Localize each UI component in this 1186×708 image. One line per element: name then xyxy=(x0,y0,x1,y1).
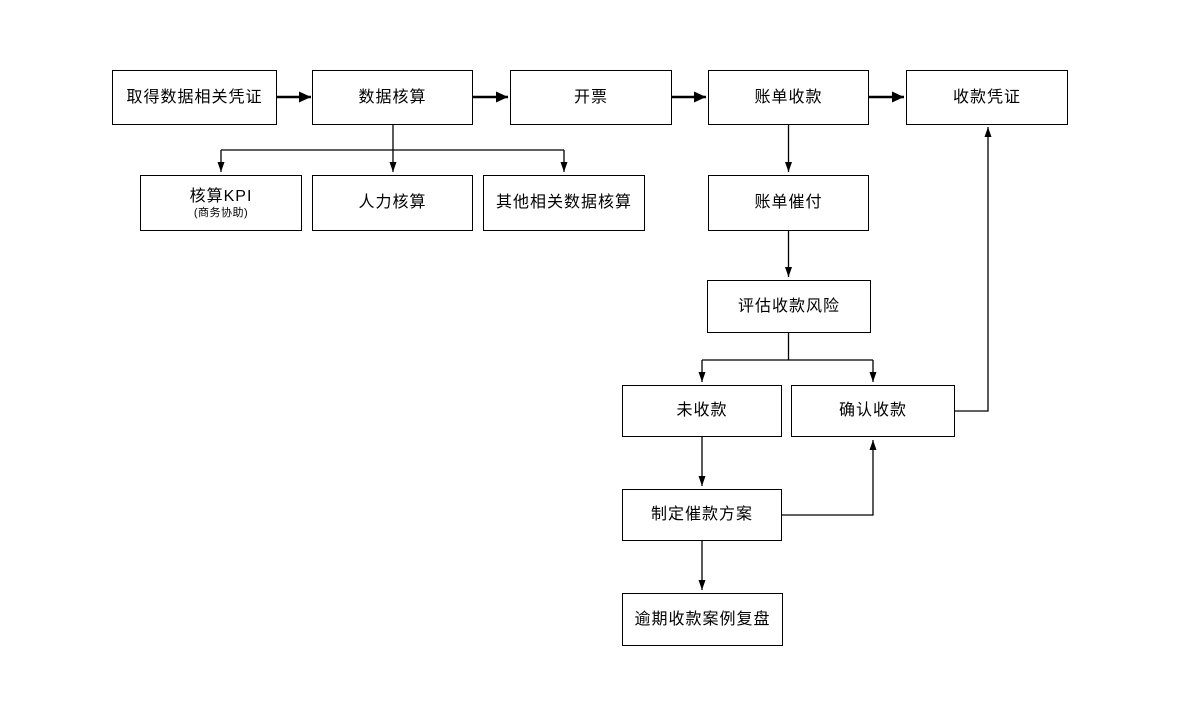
node-bill-reminder-label: 账单催付 xyxy=(754,194,823,211)
node-confirm-receipt: 确认收款 xyxy=(791,385,955,437)
node-bill-collection-label: 账单收款 xyxy=(754,88,823,106)
node-invoicing: 开票 xyxy=(510,70,672,125)
node-bill-collection: 账单收款 xyxy=(708,70,869,125)
node-overdue-review: 逾期收款案例复盘 xyxy=(622,593,783,646)
node-confirm-receipt-label: 确认收款 xyxy=(838,402,907,419)
node-invoicing-label: 开票 xyxy=(573,88,608,106)
node-collection-plan-label: 制定催款方案 xyxy=(650,506,753,523)
node-kpi-accounting-sublabel: (商务协助) xyxy=(193,206,249,219)
edge-data-accounting-branch-trunk xyxy=(221,124,564,151)
node-assess-risk-label: 评估收款风险 xyxy=(737,297,840,315)
node-unpaid-label: 未收款 xyxy=(676,402,728,419)
node-other-data-accounting-label: 其他相关数据核算 xyxy=(495,194,632,211)
node-hr-accounting: 人力核算 xyxy=(312,175,473,231)
node-get-voucher-label: 取得数据相关凭证 xyxy=(126,88,263,106)
edge-confirm-receipt-to-receipt-voucher xyxy=(955,127,992,412)
node-receipt-voucher-label: 收款凭证 xyxy=(952,88,1021,106)
node-bill-reminder: 账单催付 xyxy=(708,175,869,231)
node-collection-plan: 制定催款方案 xyxy=(622,489,782,541)
node-unpaid: 未收款 xyxy=(622,385,782,437)
node-data-accounting-label: 数据核算 xyxy=(358,88,427,106)
node-get-voucher: 取得数据相关凭证 xyxy=(112,70,277,125)
node-kpi-accounting-label: 核算KPI xyxy=(189,187,253,205)
node-other-data-accounting: 其他相关数据核算 xyxy=(483,175,645,231)
node-receipt-voucher: 收款凭证 xyxy=(906,70,1068,125)
edge-assess-risk-branch-trunk xyxy=(702,333,873,361)
node-overdue-review-label: 逾期收款案例复盘 xyxy=(634,610,771,628)
node-data-accounting: 数据核算 xyxy=(312,70,473,125)
node-hr-accounting-label: 人力核算 xyxy=(358,194,427,211)
node-kpi-accounting: 核算KPI (商务协助) xyxy=(140,175,302,231)
node-assess-risk: 评估收款风险 xyxy=(707,280,871,333)
edge-collection-plan-to-confirm-receipt xyxy=(782,440,877,516)
